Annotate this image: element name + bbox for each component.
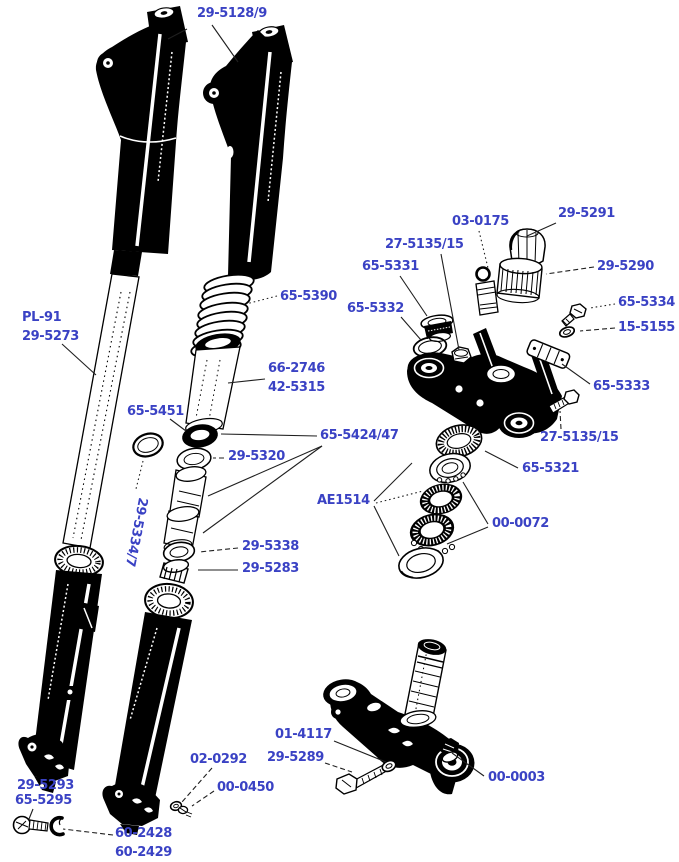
right-fork-shroud — [203, 30, 292, 281]
leader-line — [526, 222, 557, 237]
left-fork-shroud — [95, 26, 186, 276]
axle-bolt-65-5295 — [12, 815, 49, 835]
leader-line — [191, 790, 215, 807]
damper-sleeve-upper — [169, 466, 207, 518]
leader-line — [451, 752, 485, 777]
leader-line — [399, 275, 428, 317]
stem-sleeve-29-5290 — [496, 257, 543, 304]
left-stanchion-tube — [62, 273, 140, 549]
leader-line — [559, 410, 562, 430]
leader-line — [440, 253, 460, 351]
right-slider — [102, 582, 194, 835]
bolt-65-5334 — [561, 303, 587, 327]
leader-line — [561, 363, 591, 385]
washer-29-5320 — [176, 447, 212, 471]
leader-line — [227, 378, 266, 384]
leader-line — [478, 230, 489, 269]
eye-bolt-03-0175 — [475, 266, 499, 316]
leader-line — [462, 481, 489, 525]
leader-line — [545, 266, 595, 275]
leader-line — [181, 767, 213, 803]
clip-60-2428 — [49, 815, 65, 837]
pinch-bolt-27-5135 — [548, 389, 580, 414]
leader-line — [211, 24, 239, 63]
oil-seal-65-5451 — [182, 424, 218, 448]
oring-29-5334 — [132, 432, 164, 458]
leader-line — [61, 343, 97, 376]
leader-line — [198, 547, 239, 553]
leader-line — [169, 418, 187, 432]
washer-01-4117 — [381, 759, 397, 773]
leader-line — [202, 445, 323, 534]
leader-line — [28, 808, 34, 820]
race-65-5321 — [435, 424, 483, 458]
bearing-cone — [429, 452, 471, 484]
leader-line — [62, 828, 114, 836]
leader-line — [167, 28, 188, 40]
left-slider — [18, 544, 104, 793]
leader-line — [446, 526, 489, 545]
leader-line — [135, 460, 144, 490]
leader-line — [400, 316, 422, 341]
leader-lines — [28, 24, 616, 836]
handlebar-clamp-65-5333 — [526, 339, 571, 369]
bearing-cup-65-5331 — [420, 314, 454, 343]
bearing-ring-upper-00-0072 — [419, 483, 463, 515]
leader-line — [579, 327, 616, 332]
pinch-nut-27-5135 — [451, 346, 472, 364]
gland-nut-29-5283 — [159, 559, 190, 584]
damper-tube — [185, 333, 241, 435]
leader-line — [207, 445, 323, 497]
washer-65-5332 — [412, 336, 448, 358]
leader-line — [245, 295, 278, 305]
screw-00-0450 — [177, 805, 193, 818]
dust-cover — [398, 547, 444, 579]
leader-line — [324, 762, 353, 773]
leader-line — [589, 303, 616, 309]
leader-line — [333, 740, 387, 763]
washer-15-5155 — [558, 326, 576, 338]
top-yoke — [407, 328, 562, 438]
stem-cap-nut-29-5291 — [509, 228, 546, 266]
leader-line — [484, 450, 519, 469]
damper-sleeve-lower — [163, 505, 200, 553]
leader-line — [220, 433, 318, 437]
leader-line — [373, 462, 413, 502]
leader-line — [375, 490, 424, 504]
leader-line — [373, 505, 400, 557]
bottom-yoke — [323, 639, 475, 795]
